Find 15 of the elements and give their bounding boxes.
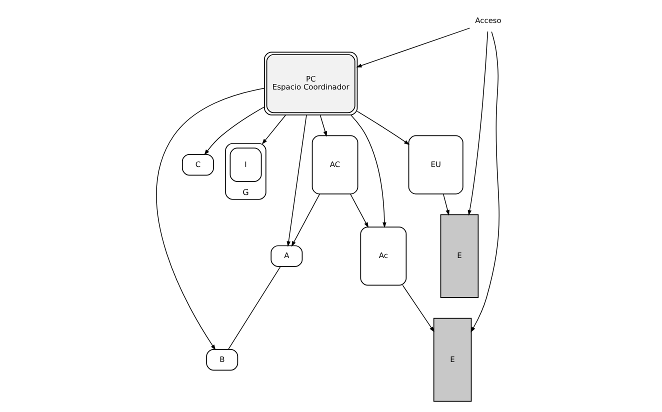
arrow	[470, 31, 499, 333]
arrow	[349, 194, 368, 228]
arrow	[156, 88, 264, 350]
arrow	[402, 284, 434, 332]
connector	[227, 266, 280, 350]
arrow	[319, 114, 326, 137]
arrow	[442, 194, 449, 216]
arrow	[467, 31, 488, 216]
arrow	[350, 114, 386, 228]
arrow	[290, 194, 320, 247]
arrow	[204, 106, 264, 156]
arrow	[356, 110, 410, 145]
arrow	[286, 114, 306, 247]
arrow	[356, 28, 470, 68]
arrow	[261, 114, 286, 144]
